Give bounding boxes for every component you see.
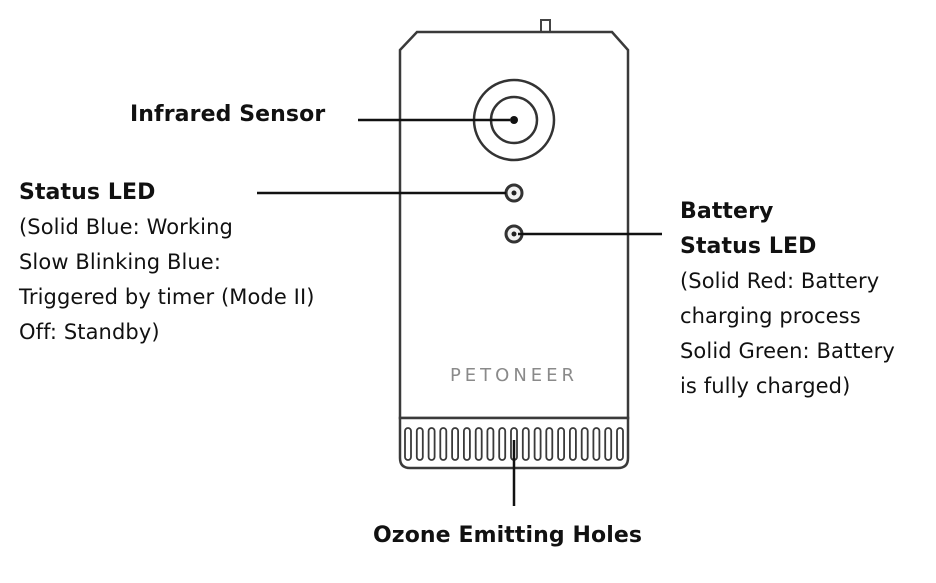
vent-slot [498, 427, 507, 461]
battery-led-line-3: Solid Green: Battery [680, 339, 895, 363]
vent-slot [616, 427, 624, 461]
vent-slot [462, 427, 471, 461]
infrared-sensor-dot [510, 116, 518, 124]
status-led-title: Status LED [19, 180, 156, 205]
vent-slot [415, 427, 424, 461]
top-knob [540, 19, 551, 33]
vent-slot [439, 427, 448, 461]
vent-slot [569, 427, 577, 461]
status-led-line-3: Triggered by timer (Mode II) [19, 285, 315, 309]
battery-led-callout: Battery Status LED (Solid Red: Battery c… [680, 194, 895, 404]
status-led-line-1: (Solid Blue: Working [19, 215, 233, 239]
vent-slot [580, 427, 589, 461]
ozone-holes-label: Ozone Emitting Holes [373, 523, 643, 548]
vent-slot [486, 427, 495, 461]
status-led-callout: Status LED (Solid Blue: Working Slow Bli… [19, 175, 315, 350]
infrared-sensor-label: Infrared Sensor [130, 102, 326, 127]
ozone-emitting-holes [404, 427, 624, 461]
battery-led-title-line-1: Battery [680, 199, 774, 224]
vent-slot [404, 427, 412, 461]
battery-led-title-line-2: Status LED [680, 234, 817, 259]
vent-slot [592, 427, 601, 461]
vent-slot [545, 427, 554, 461]
status-led-line-4: Off: Standby) [19, 320, 160, 344]
vent-slot [604, 427, 613, 461]
vent-slot [427, 427, 436, 461]
vent-slot [557, 427, 565, 461]
battery-led-line-1: (Solid Red: Battery [680, 269, 880, 293]
status-led-center [511, 190, 517, 196]
vent-slot [521, 427, 530, 461]
brand-logo: PETONEER [450, 365, 578, 386]
status-led-line-2: Slow Blinking Blue: [19, 250, 222, 274]
battery-led-line-2: charging process [680, 304, 861, 328]
battery-led-line-4: is fully charged) [680, 374, 851, 398]
vent-slot [451, 427, 460, 461]
vent-slot [474, 427, 483, 461]
battery-status-led-center [511, 231, 517, 237]
vent-slot [533, 427, 542, 461]
